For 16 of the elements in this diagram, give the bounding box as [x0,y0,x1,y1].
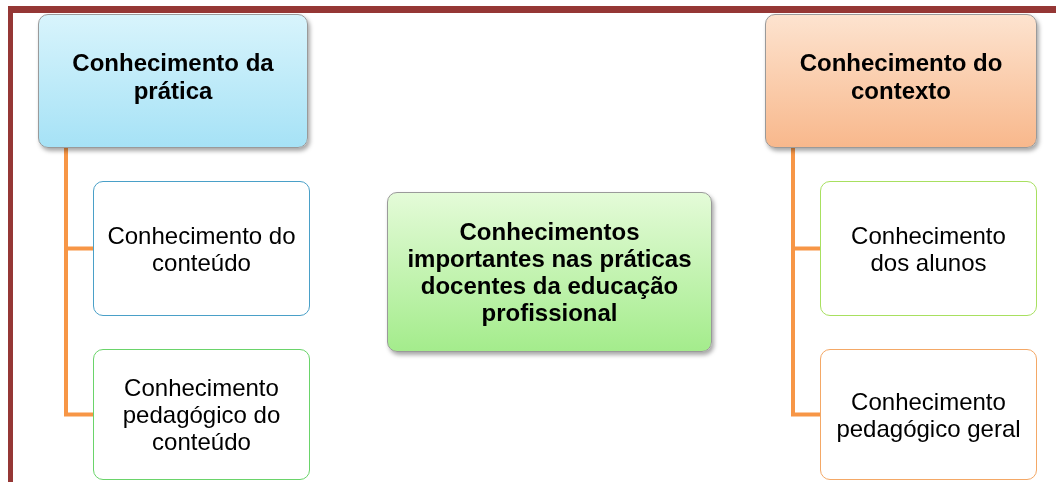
knowledge-box [93,349,310,480]
central-box [387,192,712,352]
node-label: Conhecimento do conteúdo [106,221,297,276]
node-label: Conhecimento pedagógico geral [835,387,1022,442]
node-label: Conhecimento dos alunos [850,221,1007,276]
category-box [765,14,1037,148]
connector-line [791,148,820,417]
knowledge-box [820,181,1037,316]
node-label: Conhecimento da prática [71,49,275,105]
knowledge-box [93,181,310,316]
node-label: Conhecimento pedagógico do conteúdo [121,374,282,455]
category-box [38,14,308,148]
node-label: Conhecimento do contexto [798,49,1004,105]
node-label: Conhecimentos importantes nas práticas docentes da educação profissional [406,218,693,326]
knowledge-box [820,349,1037,480]
connector-line [64,148,93,417]
